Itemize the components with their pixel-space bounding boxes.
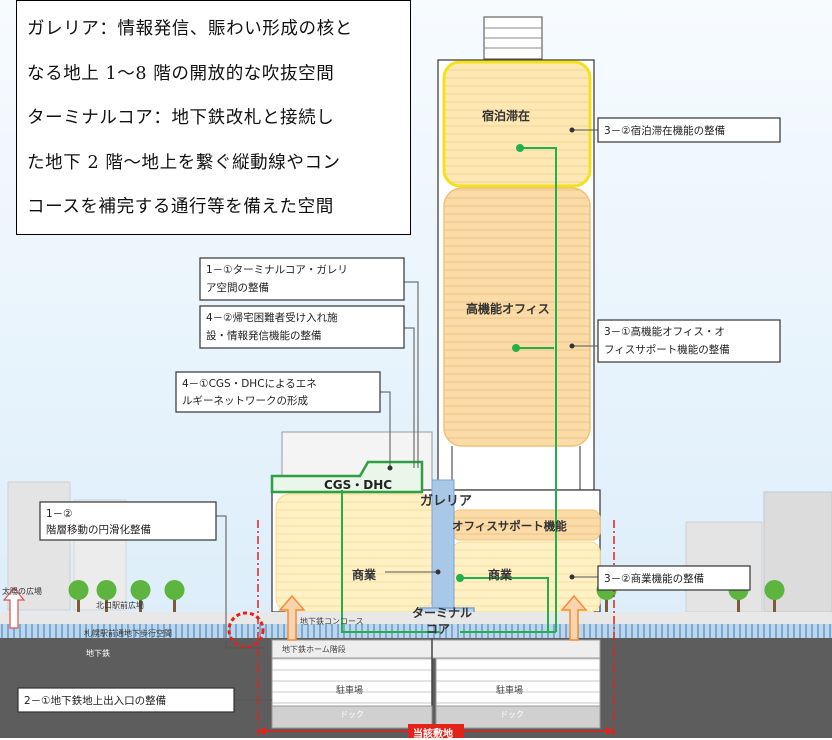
terminal-core-label-2: コア bbox=[426, 622, 451, 636]
arrow-up-left-icon bbox=[278, 594, 306, 641]
duct-right-label: ドック bbox=[500, 710, 524, 719]
green-leader-lines bbox=[341, 147, 557, 633]
cgs-dhc-label: CGS・DHC bbox=[324, 478, 393, 492]
sapporo-plaza-label: 北口駅前広場 bbox=[96, 601, 144, 610]
parking-left-label: 駐車場 bbox=[336, 686, 364, 696]
galleria-label: ガレリア bbox=[420, 494, 473, 509]
legend-line-5: コースを補完する通行等を備えた空間 bbox=[27, 197, 334, 217]
plaza-label: 太陽の広場 bbox=[2, 587, 42, 596]
office-support-label: オフィスサポート機能 bbox=[452, 519, 567, 533]
callout-boxes bbox=[17, 117, 781, 713]
callout-1-2-line1: 1－② bbox=[46, 508, 73, 520]
legend-box: ガレリア：情報発信、賑わい形成の核と なる地上 1〜8 階の開放的な吹抜空間 タ… bbox=[16, 0, 411, 235]
callout-4-2-line2: 設・情報発信機能の整備 bbox=[206, 330, 322, 342]
office-zone bbox=[443, 187, 591, 447]
callout-1-1-line2: ア空間の整備 bbox=[206, 282, 269, 294]
legend-line-1: ガレリア：情報発信、賑わい形成の核と bbox=[27, 19, 353, 39]
callout-1-2-line2: 階層移動の円滑化整備 bbox=[46, 524, 151, 536]
legend-line-3: ターミナルコア：地下鉄改札と接続し bbox=[27, 108, 335, 128]
underground-line-label: 地下鉄 bbox=[86, 649, 110, 658]
callout-leaders bbox=[216, 129, 598, 701]
site-area-label: 当該敷地 bbox=[413, 729, 453, 740]
callout-3-2-hotel: 3－②宿泊滞在機能の整備 bbox=[604, 125, 726, 137]
walkway-label: 札幌駅前通地下歩行空間 bbox=[84, 629, 172, 638]
entrance-highlight-circle bbox=[227, 611, 265, 649]
plaza-arrow-icon bbox=[2, 587, 26, 629]
arrow-up-right-icon bbox=[560, 594, 588, 641]
parking-right-label: 駐車場 bbox=[496, 686, 524, 696]
concourse-label: 地下鉄コンコース bbox=[300, 617, 364, 626]
hotel-label: 宿泊滞在 bbox=[482, 109, 531, 123]
callout-4-1-line2: ルギーネットワークの形成 bbox=[182, 395, 308, 407]
terminal-core-label-1: ターミナル bbox=[412, 606, 473, 620]
callout-3-2-commercial: 3－②商業機能の整備 bbox=[604, 573, 705, 585]
office-label: 高機能オフィス bbox=[466, 302, 550, 316]
subway-platform-label: 地下鉄ホーム階段 bbox=[282, 645, 346, 654]
callout-3-1-line1: 3－①高機能オフィス・オ bbox=[604, 326, 725, 338]
duct-left-label: ドック bbox=[340, 710, 364, 719]
callout-4-1-line1: 4－①CGS・DHCによるエネ bbox=[182, 378, 317, 390]
cgs-dhc-block bbox=[270, 460, 424, 494]
callout-3-1-line2: フィスサポート機能の整備 bbox=[604, 344, 730, 356]
callout-4-2-line1: 4－②帰宅困難者受け入れ施 bbox=[206, 312, 338, 324]
legend-line-2: なる地上 1〜8 階の開放的な吹抜空間 bbox=[27, 63, 335, 84]
legend-line-4: た地下 2 階〜地上を繋ぐ縦動線やコン bbox=[27, 152, 341, 173]
commercial-right-label: 商業 bbox=[488, 568, 513, 582]
hotel-zone bbox=[442, 60, 592, 188]
callout-1-1-line1: 1－①ターミナルコア・ガレリ bbox=[206, 264, 348, 276]
callout-2-1: 2－①地下鉄地上出入口の整備 bbox=[24, 695, 167, 707]
trees bbox=[68, 580, 785, 612]
commercial-left-label: 商業 bbox=[352, 568, 377, 582]
ground-level bbox=[0, 612, 832, 624]
